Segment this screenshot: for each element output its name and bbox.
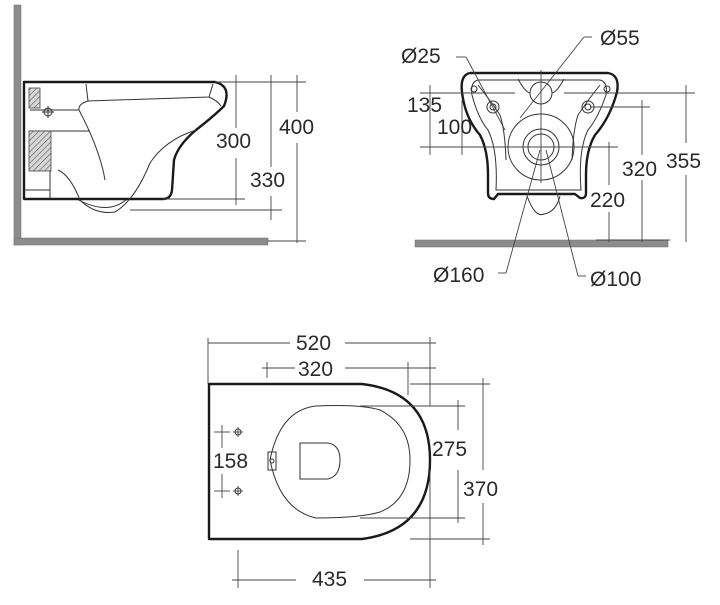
dim-dia-25: Ø25: [401, 45, 441, 68]
dim-dia-55: Ø55: [600, 27, 640, 50]
dim-355: 355: [666, 150, 701, 173]
dim-435: 435: [312, 568, 347, 591]
fixing-marker-top: [214, 425, 243, 440]
dim-400: 400: [279, 116, 314, 139]
toilet-rear-outline: [460, 71, 619, 201]
fixing-marker-bottom: [214, 484, 243, 498]
dim-100: 100: [437, 116, 472, 139]
dim-520: 520: [296, 332, 331, 355]
top-view: 520 320 158 275 370 435: [207, 332, 498, 591]
dim-300: 300: [216, 130, 251, 153]
floor: [13, 237, 269, 246]
toilet-plan-outline: [207, 382, 432, 541]
dim-dia-100: Ø100: [590, 268, 641, 291]
dim-275: 275: [432, 438, 467, 461]
dim-dia-160: Ø160: [433, 264, 484, 287]
dim-220: 220: [590, 189, 625, 212]
wall: [13, 4, 22, 246]
dim-330: 330: [250, 169, 285, 192]
inlet-hatch-top: [28, 87, 41, 109]
outlet-d-shape: [299, 442, 341, 480]
dim-135: 135: [407, 94, 442, 117]
floor-rear: [414, 239, 669, 248]
side-view: 300 330 400: [13, 4, 314, 246]
rear-view: Ø25 Ø55 135 100 320 355 220 Ø160 Ø100: [401, 27, 701, 291]
dim-158: 158: [213, 450, 248, 473]
dim-320-rear: 320: [622, 158, 657, 181]
dim-320-top: 320: [298, 358, 333, 381]
inlet-hatch-bottom: [28, 130, 52, 172]
dim-370: 370: [463, 478, 498, 501]
